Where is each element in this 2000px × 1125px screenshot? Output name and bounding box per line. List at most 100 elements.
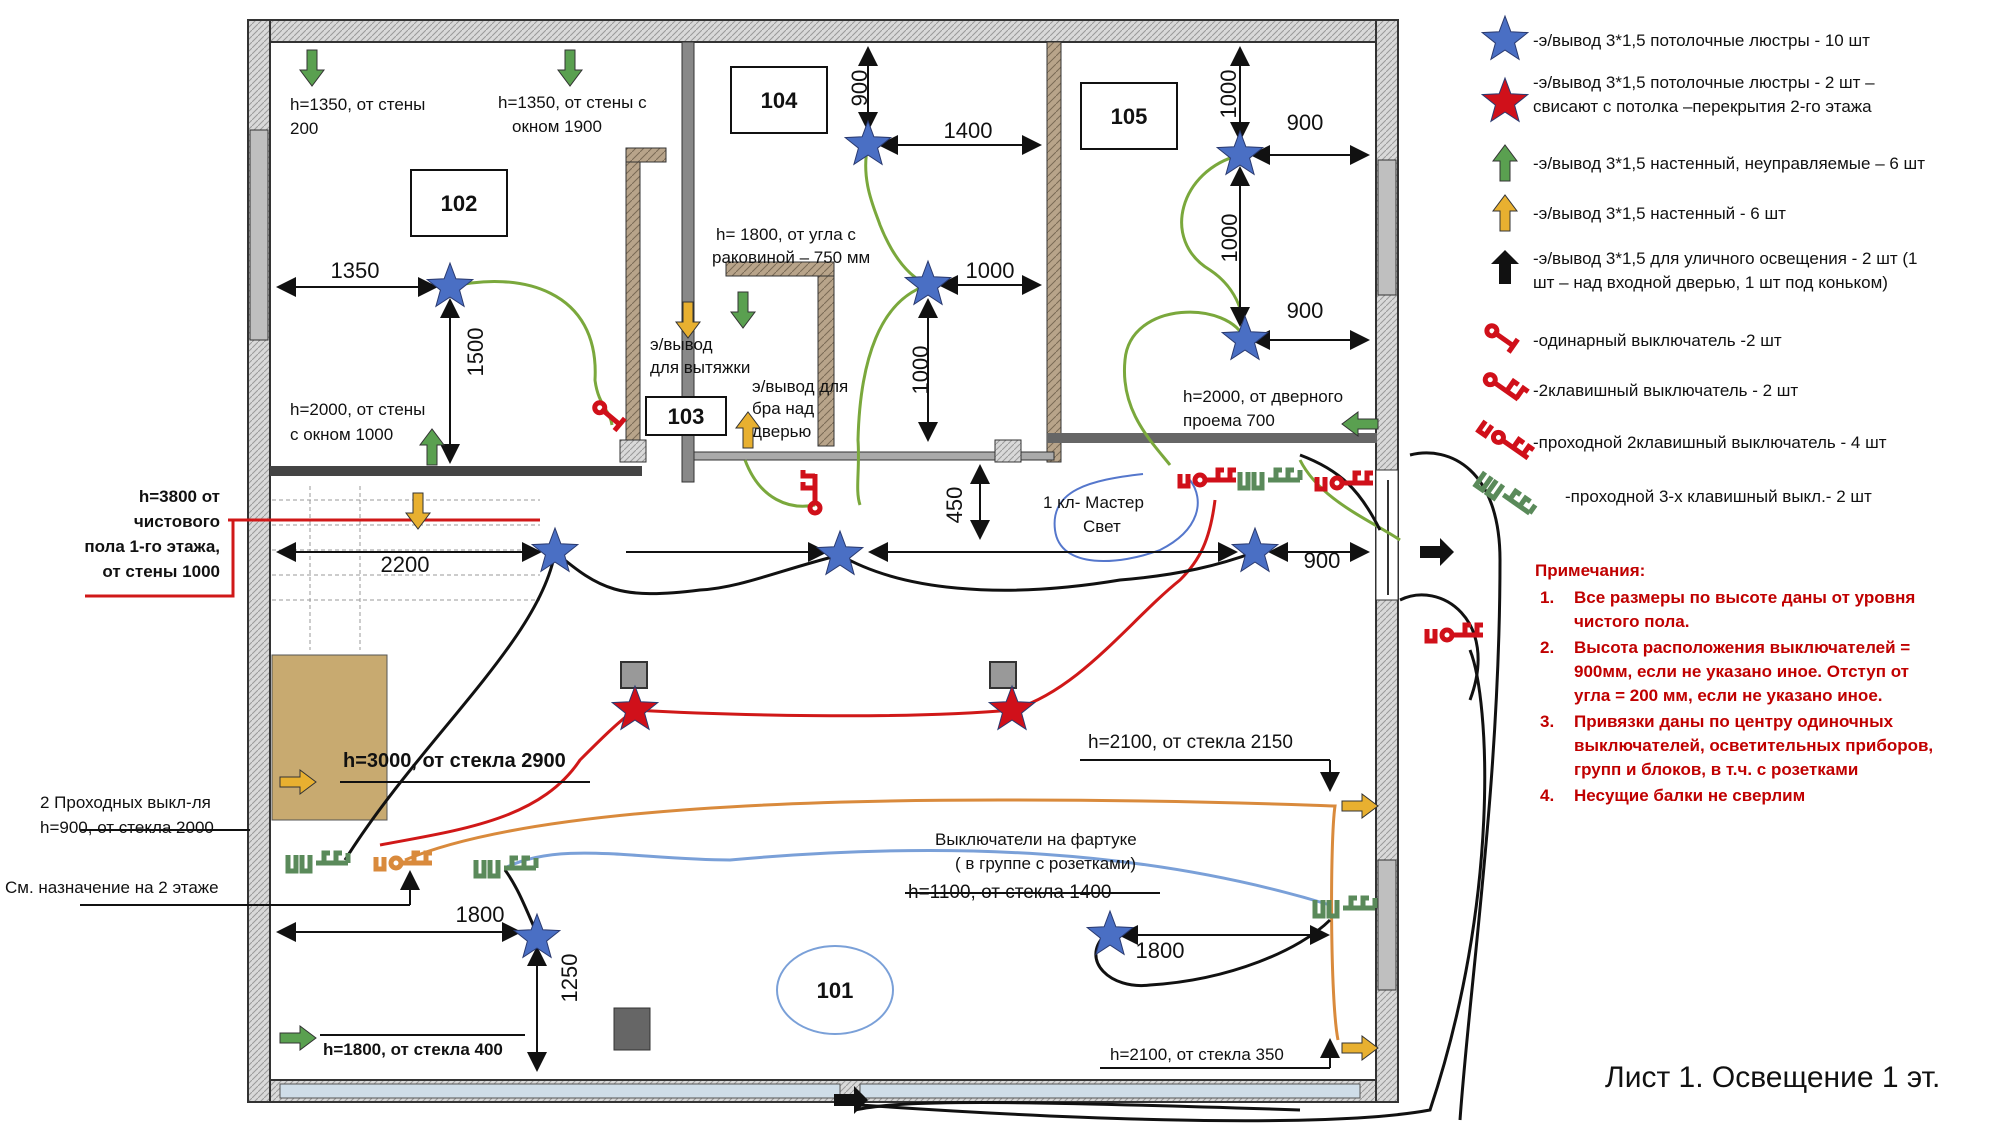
wire-red-1 [634, 499, 1217, 718]
room-103: 103 [668, 404, 705, 429]
yellow-arrow-icon [1492, 194, 1518, 232]
svg-text:для вытяжки: для вытяжки [650, 358, 750, 377]
room-labels: 102 104 105 103 101 [410, 66, 1178, 1035]
svg-text:900: 900 [847, 70, 872, 107]
pass-triple-switch-icon [473, 855, 539, 879]
svg-text:h=1350, от стены: h=1350, от стены [290, 95, 425, 114]
outdoor-light-black-arrow-icon [1420, 538, 1454, 566]
svg-text:выключателей, осветительных пр: выключателей, осветительных приборов, [1574, 736, 1933, 755]
wire-green-104a [864, 144, 929, 287]
svg-text:900мм, если не указано иное. О: 900мм, если не указано иное. Отступ от [1574, 662, 1909, 681]
room-104: 104 [761, 88, 798, 113]
annotations: h=1350, от стены 200 h=1350, от стены с … [5, 93, 1343, 1064]
wall-light-yellow-arrow-icon [1341, 793, 1379, 819]
svg-text:1500: 1500 [463, 328, 488, 377]
svg-text:2200: 2200 [381, 552, 430, 577]
svg-text:от стены 1000: от стены 1000 [102, 562, 220, 581]
dimension-numbers: 1350 1500 900 1400 1000 1000 1000 900 10… [331, 70, 1341, 1003]
wire-red-4 [85, 520, 235, 598]
svg-text:h=900, от стекла 2000: h=900, от стекла 2000 [40, 818, 214, 837]
svg-text:h=3000, от стекла 2900: h=3000, от стекла 2900 [343, 750, 566, 772]
wires-black [343, 451, 1502, 1123]
svg-text:900: 900 [1287, 298, 1324, 323]
wall-light-green-arrow-icon [279, 1025, 317, 1051]
svg-text:пола 1-го этажа,: пола 1-го этажа, [84, 537, 220, 556]
svg-text:200: 200 [290, 119, 318, 138]
svg-text:900: 900 [1287, 110, 1324, 135]
svg-text:h=1100, от стекла 1400: h=1100, от стекла 1400 [908, 882, 1112, 903]
pass-double-switch-icon [1424, 622, 1483, 644]
svg-text:1250: 1250 [557, 954, 582, 1003]
pass-double-switch-icon [1314, 470, 1373, 492]
svg-text:1 кл- Мастер: 1 кл- Мастер [1043, 493, 1144, 512]
svg-text:1000: 1000 [966, 258, 1015, 283]
pass-double-switch-icon [373, 850, 432, 872]
sheet-title: Лист 1. Освещение 1 эт. [1605, 1061, 1940, 1094]
notes-title: Примечания: [1535, 561, 1645, 580]
svg-text:2 Проходных выкл-ля: 2 Проходных выкл-ля [40, 793, 211, 812]
wall-light-yellow-arrow-icon [735, 411, 761, 449]
wall-light-green-arrow-icon [730, 291, 756, 329]
green-arrow-icon [1492, 144, 1518, 182]
svg-text:1800: 1800 [456, 902, 505, 927]
wall-light-green-arrow-icon [557, 49, 583, 87]
svg-text:450: 450 [942, 487, 967, 524]
pass-triple-switch-icon [1237, 467, 1303, 491]
svg-text:Свет: Свет [1083, 517, 1121, 536]
svg-text:групп и блоков, в т.ч. с розет: групп и блоков, в т.ч. с розетками [1574, 760, 1858, 779]
wall-light-yellow-arrow-icon [279, 769, 317, 795]
svg-text:э/вывод для: э/вывод для [752, 377, 848, 396]
fixtures [279, 49, 1483, 1114]
wall-light-yellow-arrow-icon [405, 492, 431, 530]
svg-text:с окном 1000: с окном 1000 [290, 425, 393, 444]
svg-text:1000: 1000 [1216, 70, 1241, 119]
legend-item-text: -э/вывод 3*1,5 для уличного освещения - … [1533, 249, 1917, 268]
hanging-light-star-icon [610, 684, 660, 731]
pass-double-switch-icon [1177, 467, 1236, 489]
svg-text:h=2100, от стекла 2150: h=2100, от стекла 2150 [1088, 732, 1293, 753]
outer-walls [247, 19, 1399, 1103]
wall-light-green-arrow-icon [1341, 411, 1379, 437]
legend-item-text: -э/вывод 3*1,5 настенный, неуправляемые … [1533, 154, 1925, 173]
svg-text:2.: 2. [1540, 638, 1554, 657]
wall-light-green-arrow-icon [419, 428, 445, 466]
double-switch-icon [1482, 372, 1530, 402]
wire-green-105b [1122, 310, 1247, 466]
svg-text:1000: 1000 [908, 346, 933, 395]
wire-blue [504, 849, 1331, 907]
ceiling-light-star-icon [1220, 314, 1270, 361]
svg-text:Все размеры по высоте даны от: Все размеры по высоте даны от уровня [1574, 588, 1915, 607]
ceiling-light-star-icon [512, 912, 562, 959]
interior-walls [270, 41, 1377, 1051]
svg-text:угла = 200 мм, если не указано: угла = 200 мм, если не указано иное. [1574, 686, 1883, 705]
hanging-light-star-icon [987, 684, 1037, 731]
svg-text:900: 900 [1304, 548, 1341, 573]
svg-text:h= 1800, от угла с: h= 1800, от угла с [716, 225, 856, 244]
svg-text:Высота расположения выключател: Высота расположения выключателей = [1574, 638, 1910, 657]
svg-text:См. назначение на 2 этаже: См. назначение на 2 этаже [5, 878, 219, 897]
ceiling-light-star-icon [903, 259, 953, 306]
notes: Примечания: 1. Все размеры по высоте дан… [1535, 561, 1933, 805]
ceiling-light-star-icon [1085, 909, 1135, 956]
svg-text:бра над: бра над [752, 399, 814, 418]
svg-text:э/вывод: э/вывод [650, 335, 713, 354]
ceiling-light-star-icon [425, 261, 475, 308]
wires [85, 144, 1401, 1041]
legend-item-text: -э/вывод 3*1,5 потолочные люстры - 2 шт … [1533, 73, 1875, 92]
svg-text:чистого пола.: чистого пола. [1574, 612, 1689, 631]
wire-orange [404, 798, 1340, 1041]
room-105: 105 [1111, 104, 1148, 129]
double-switch-icon [800, 470, 823, 516]
legend-item-text: -э/вывод 3*1,5 потолочные люстры - 10 шт [1533, 31, 1870, 50]
pass-triple-switch-icon [1312, 895, 1378, 919]
legend-item-text: свисают с потолка –перекрытия 2-го этажа [1533, 97, 1872, 116]
legend: -э/вывод 3*1,5 потолочные люстры - 10 шт… [1472, 14, 1925, 516]
blue-star-icon [1480, 14, 1530, 61]
svg-text:h=1800, от стекла 400: h=1800, от стекла 400 [323, 1040, 503, 1059]
wall-light-yellow-arrow-icon [1341, 1035, 1379, 1061]
svg-text:h=3800 от: h=3800 от [139, 487, 220, 506]
svg-text:3.: 3. [1540, 712, 1554, 731]
svg-text:Выключатели на фартуке: Выключатели на фартуке [935, 830, 1137, 849]
legend-item-text: -проходной 2клавишный выключатель - 4 шт [1533, 433, 1887, 452]
pass-triple-switch-icon [285, 850, 351, 874]
